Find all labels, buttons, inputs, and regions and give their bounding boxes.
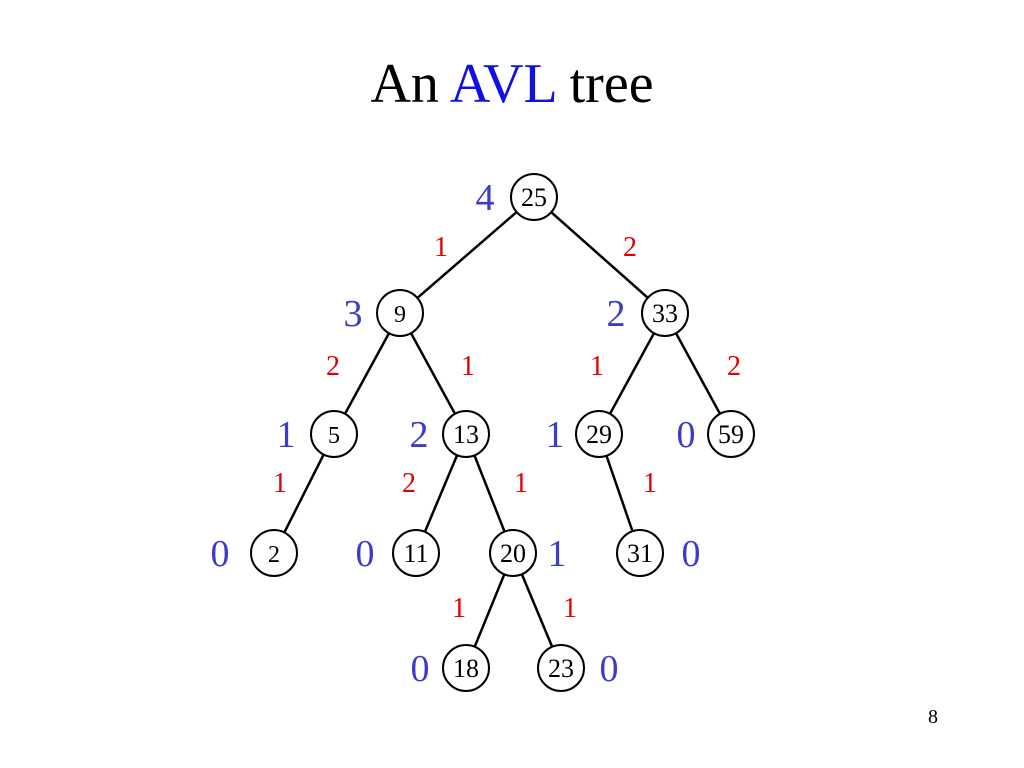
edge-label-13-20: 1 [514,468,528,499]
node-circle [616,529,664,577]
tree-node-33: 33 [641,289,689,337]
node-circle [376,289,424,337]
node-circle [537,644,585,692]
height-label-25: 4 [476,177,495,219]
edge-label-25-33: 2 [623,232,637,263]
node-value: 33 [652,299,678,328]
title-suffix: tree [569,53,654,115]
tree-node-20: 20 [489,529,537,577]
height-label-13: 2 [410,414,429,456]
slide-title: An AVL tree [0,52,1024,116]
height-label-31: 0 [682,533,701,575]
tree-node-13: 13 [442,410,490,458]
tree-node-18: 18 [442,644,490,692]
node-value: 9 [394,302,406,328]
edge-20-18 [473,573,506,648]
height-label-20: 1 [548,533,567,575]
tree-node-59: 59 [707,410,755,458]
node-value: 18 [453,654,479,683]
title-prefix: An [370,53,439,115]
node-circle [707,410,755,458]
edge-label-20-23: 1 [563,593,577,624]
node-value: 2 [268,542,280,568]
node-value: 29 [586,420,612,449]
edge-label-33-29: 1 [590,351,604,382]
node-circle [310,410,358,458]
node-value: 59 [718,420,744,449]
height-label-11: 0 [356,533,375,575]
node-circle [250,529,298,577]
node-value: 20 [500,539,526,568]
tree-node-31: 31 [616,529,664,577]
edge-label-9-5: 2 [326,351,340,382]
edge-9-13 [409,332,457,415]
node-value: 11 [403,539,428,568]
edge-label-25-9: 1 [434,232,448,263]
node-circle [392,529,440,577]
edge-33-59 [674,332,722,415]
height-label-59: 0 [677,414,696,456]
edge-label-5-2: 1 [273,468,287,499]
edge-13-11 [423,454,459,533]
edge-25-9 [416,211,518,299]
edge-13-20 [473,454,506,533]
edge-label-9-13: 1 [461,351,475,382]
height-label-9: 3 [344,293,363,335]
edge-33-29 [608,332,656,415]
node-value: 25 [521,183,547,212]
page-number: 8 [928,706,938,728]
tree-node-5: 5 [310,410,358,458]
edge-label-33-59: 2 [727,351,741,382]
edge-20-23 [520,573,554,648]
height-label-2: 0 [211,533,230,575]
edge-5-2 [283,453,325,534]
height-label-5: 1 [277,414,296,456]
height-label-29: 1 [546,414,565,456]
node-circle [641,289,689,337]
edges-layer [283,211,722,648]
height-label-18: 0 [411,648,430,690]
tree-node-11: 11 [392,529,440,577]
tree-node-23: 23 [537,644,585,692]
title-accent: AVL [449,53,556,115]
edge-29-31 [605,455,634,532]
node-value: 5 [328,423,340,449]
node-circle [442,410,490,458]
edge-25-33 [550,211,649,299]
tree-node-2: 2 [250,529,298,577]
node-value: 23 [548,654,574,683]
edge-label-13-11: 2 [402,468,416,499]
height-label-33: 2 [607,293,626,335]
node-value: 13 [453,420,479,449]
tree-node-29: 29 [575,410,623,458]
edge-label-29-31: 1 [643,468,657,499]
node-circle [442,644,490,692]
node-circle [510,173,558,221]
node-circle [489,529,537,577]
node-circle [575,410,623,458]
tree-node-25: 25 [510,173,558,221]
edge-label-20-18: 1 [452,593,466,624]
node-value: 31 [627,539,653,568]
height-label-23: 0 [600,648,619,690]
edge-9-5 [343,332,391,415]
tree-node-9: 9 [376,289,424,337]
